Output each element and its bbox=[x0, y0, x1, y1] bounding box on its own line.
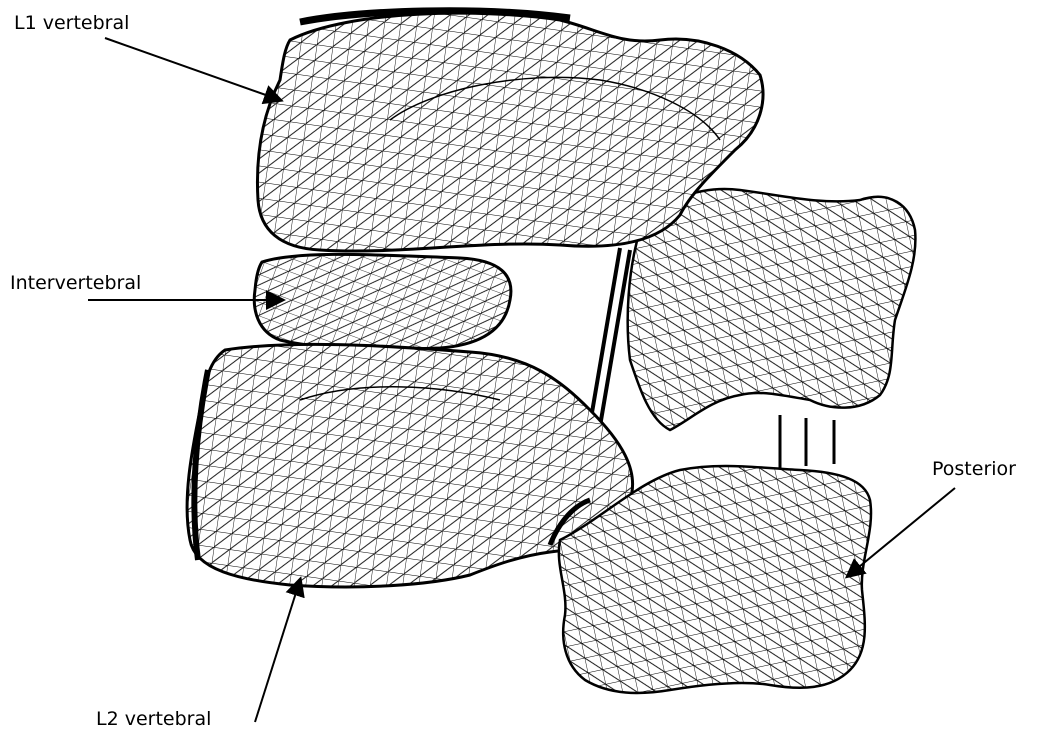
arrow-l1 bbox=[105, 38, 280, 100]
arrow-l2 bbox=[255, 580, 300, 722]
label-posterior: Posterior bbox=[932, 460, 1016, 479]
label-intervertebral: Intervertebral bbox=[10, 274, 141, 293]
label-l1-vertebral: L1 vertebral bbox=[14, 14, 129, 33]
intervertebral-disc bbox=[254, 254, 511, 349]
label-l2-vertebral: L2 vertebral bbox=[96, 710, 211, 729]
